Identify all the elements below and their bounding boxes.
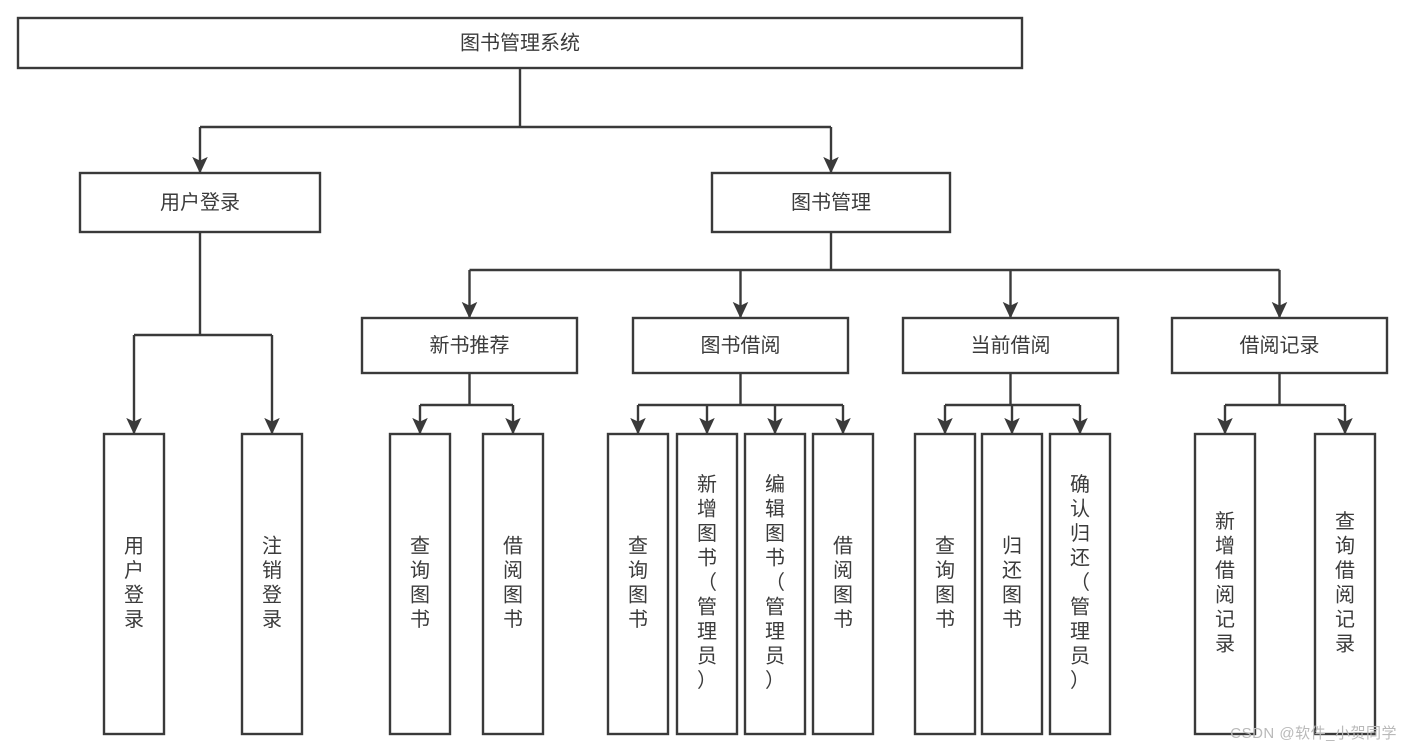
- node-layer: 图书管理系统用户登录图书管理新书推荐图书借阅当前借阅借阅记录用户登录注销登录查询…: [16, 16, 1389, 736]
- node-label: 查询图书: [410, 535, 430, 632]
- node-label: 图书借阅: [701, 334, 781, 357]
- node-label: 新书推荐: [430, 334, 510, 357]
- node-label: 注销登录: [262, 535, 282, 632]
- node-label: 借阅记录: [1240, 334, 1320, 357]
- node-label: 图书管理: [791, 191, 871, 214]
- node-label: 借阅图书: [833, 535, 853, 632]
- node-leaf-br-add[interactable]: 新增图书（管理员）: [675, 432, 739, 736]
- node-leaf-rc-add[interactable]: 新增借阅记录: [1193, 432, 1257, 736]
- connector-group-root: [192, 68, 839, 174]
- node-label: 借阅图书: [503, 535, 523, 632]
- node-leaf-logout[interactable]: 注销登录: [240, 432, 304, 736]
- node-label: 确认归还（管理员）: [1070, 473, 1090, 692]
- connector-group-newbook: [412, 373, 521, 435]
- node-leaf-cu-q[interactable]: 查询图书: [913, 432, 977, 736]
- connector-group-current: [937, 373, 1088, 435]
- node-leaf-nb-q[interactable]: 查询图书: [388, 432, 452, 736]
- node-records[interactable]: 借阅记录: [1170, 316, 1389, 375]
- node-leaf-rc-q[interactable]: 查询借阅记录: [1313, 432, 1377, 736]
- node-label: 查询图书: [935, 535, 955, 632]
- watermark-text: CSDN @软件_小贺同学: [1230, 725, 1397, 742]
- node-newbook[interactable]: 新书推荐: [360, 316, 579, 375]
- node-label: 查询借阅记录: [1335, 510, 1355, 656]
- connector-layer: [126, 68, 1353, 435]
- node-label: 新增借阅记录: [1215, 510, 1235, 656]
- node-label: 用户登录: [124, 536, 144, 632]
- node-leaf-nb-b[interactable]: 借阅图书: [481, 432, 545, 736]
- node-label: 编辑图书（管理员）: [765, 473, 785, 692]
- node-leaf-br-ed[interactable]: 编辑图书（管理员）: [743, 432, 807, 736]
- node-leaf-cu-c[interactable]: 确认归还（管理员）: [1048, 432, 1112, 736]
- node-root[interactable]: 图书管理系统: [16, 16, 1024, 70]
- node-label: 当前借阅: [971, 334, 1051, 357]
- node-label: 新增图书（管理员）: [697, 473, 717, 692]
- node-leaf-cu-r[interactable]: 归还图书: [980, 432, 1044, 736]
- node-label: 图书管理系统: [460, 31, 580, 54]
- node-bookmgmt[interactable]: 图书管理: [710, 171, 952, 234]
- node-label: 查询图书: [628, 535, 648, 632]
- connector-group-borrow: [630, 373, 851, 435]
- node-label: 用户登录: [160, 191, 240, 214]
- node-leaf-login[interactable]: 用户登录: [102, 432, 166, 736]
- connector-group-bookmgmt: [461, 232, 1288, 319]
- node-label: 归还图书: [1002, 535, 1022, 632]
- node-leaf-br-b[interactable]: 借阅图书: [811, 432, 875, 736]
- node-current[interactable]: 当前借阅: [901, 316, 1120, 375]
- connector-group-login: [126, 232, 280, 435]
- node-borrow[interactable]: 图书借阅: [631, 316, 850, 375]
- node-leaf-br-q[interactable]: 查询图书: [606, 432, 670, 736]
- connector-group-records: [1217, 373, 1353, 435]
- node-login[interactable]: 用户登录: [78, 171, 322, 234]
